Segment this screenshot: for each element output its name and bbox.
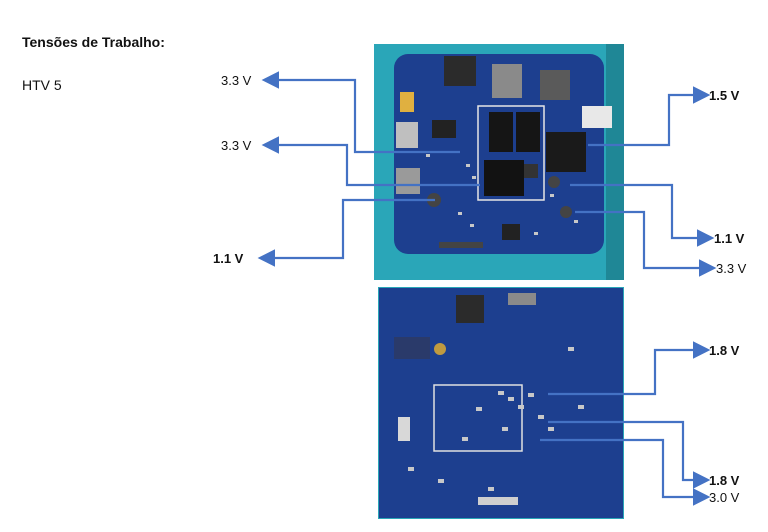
voltage-label: 3.0 V [709, 490, 740, 505]
top-board-photo [374, 44, 624, 280]
voltage-label: 1.8 V [709, 473, 740, 488]
model-label: HTV 5 [22, 77, 62, 93]
connector-line [261, 136, 480, 187]
bottom-board-photo [378, 287, 624, 519]
voltage-label: 1.1 V [714, 231, 745, 246]
voltage-label: 3.3 V [221, 138, 252, 153]
voltage-label: 1.1 V [213, 251, 244, 266]
connector-line [570, 183, 715, 247]
voltage-label: 1.8 V [709, 343, 740, 358]
voltage-label: 3.3 V [716, 261, 747, 276]
connector-line [540, 438, 711, 506]
connector-line [575, 210, 717, 277]
voltage-label: 1.5 V [709, 88, 740, 103]
connector-line [548, 420, 711, 489]
connector-line [548, 341, 711, 396]
voltage-label: 3.3 V [221, 73, 252, 88]
connector-line [257, 198, 435, 267]
connector-line [588, 86, 711, 147]
connector-line [261, 71, 460, 154]
page-heading: Tensões de Trabalho: [22, 34, 165, 50]
